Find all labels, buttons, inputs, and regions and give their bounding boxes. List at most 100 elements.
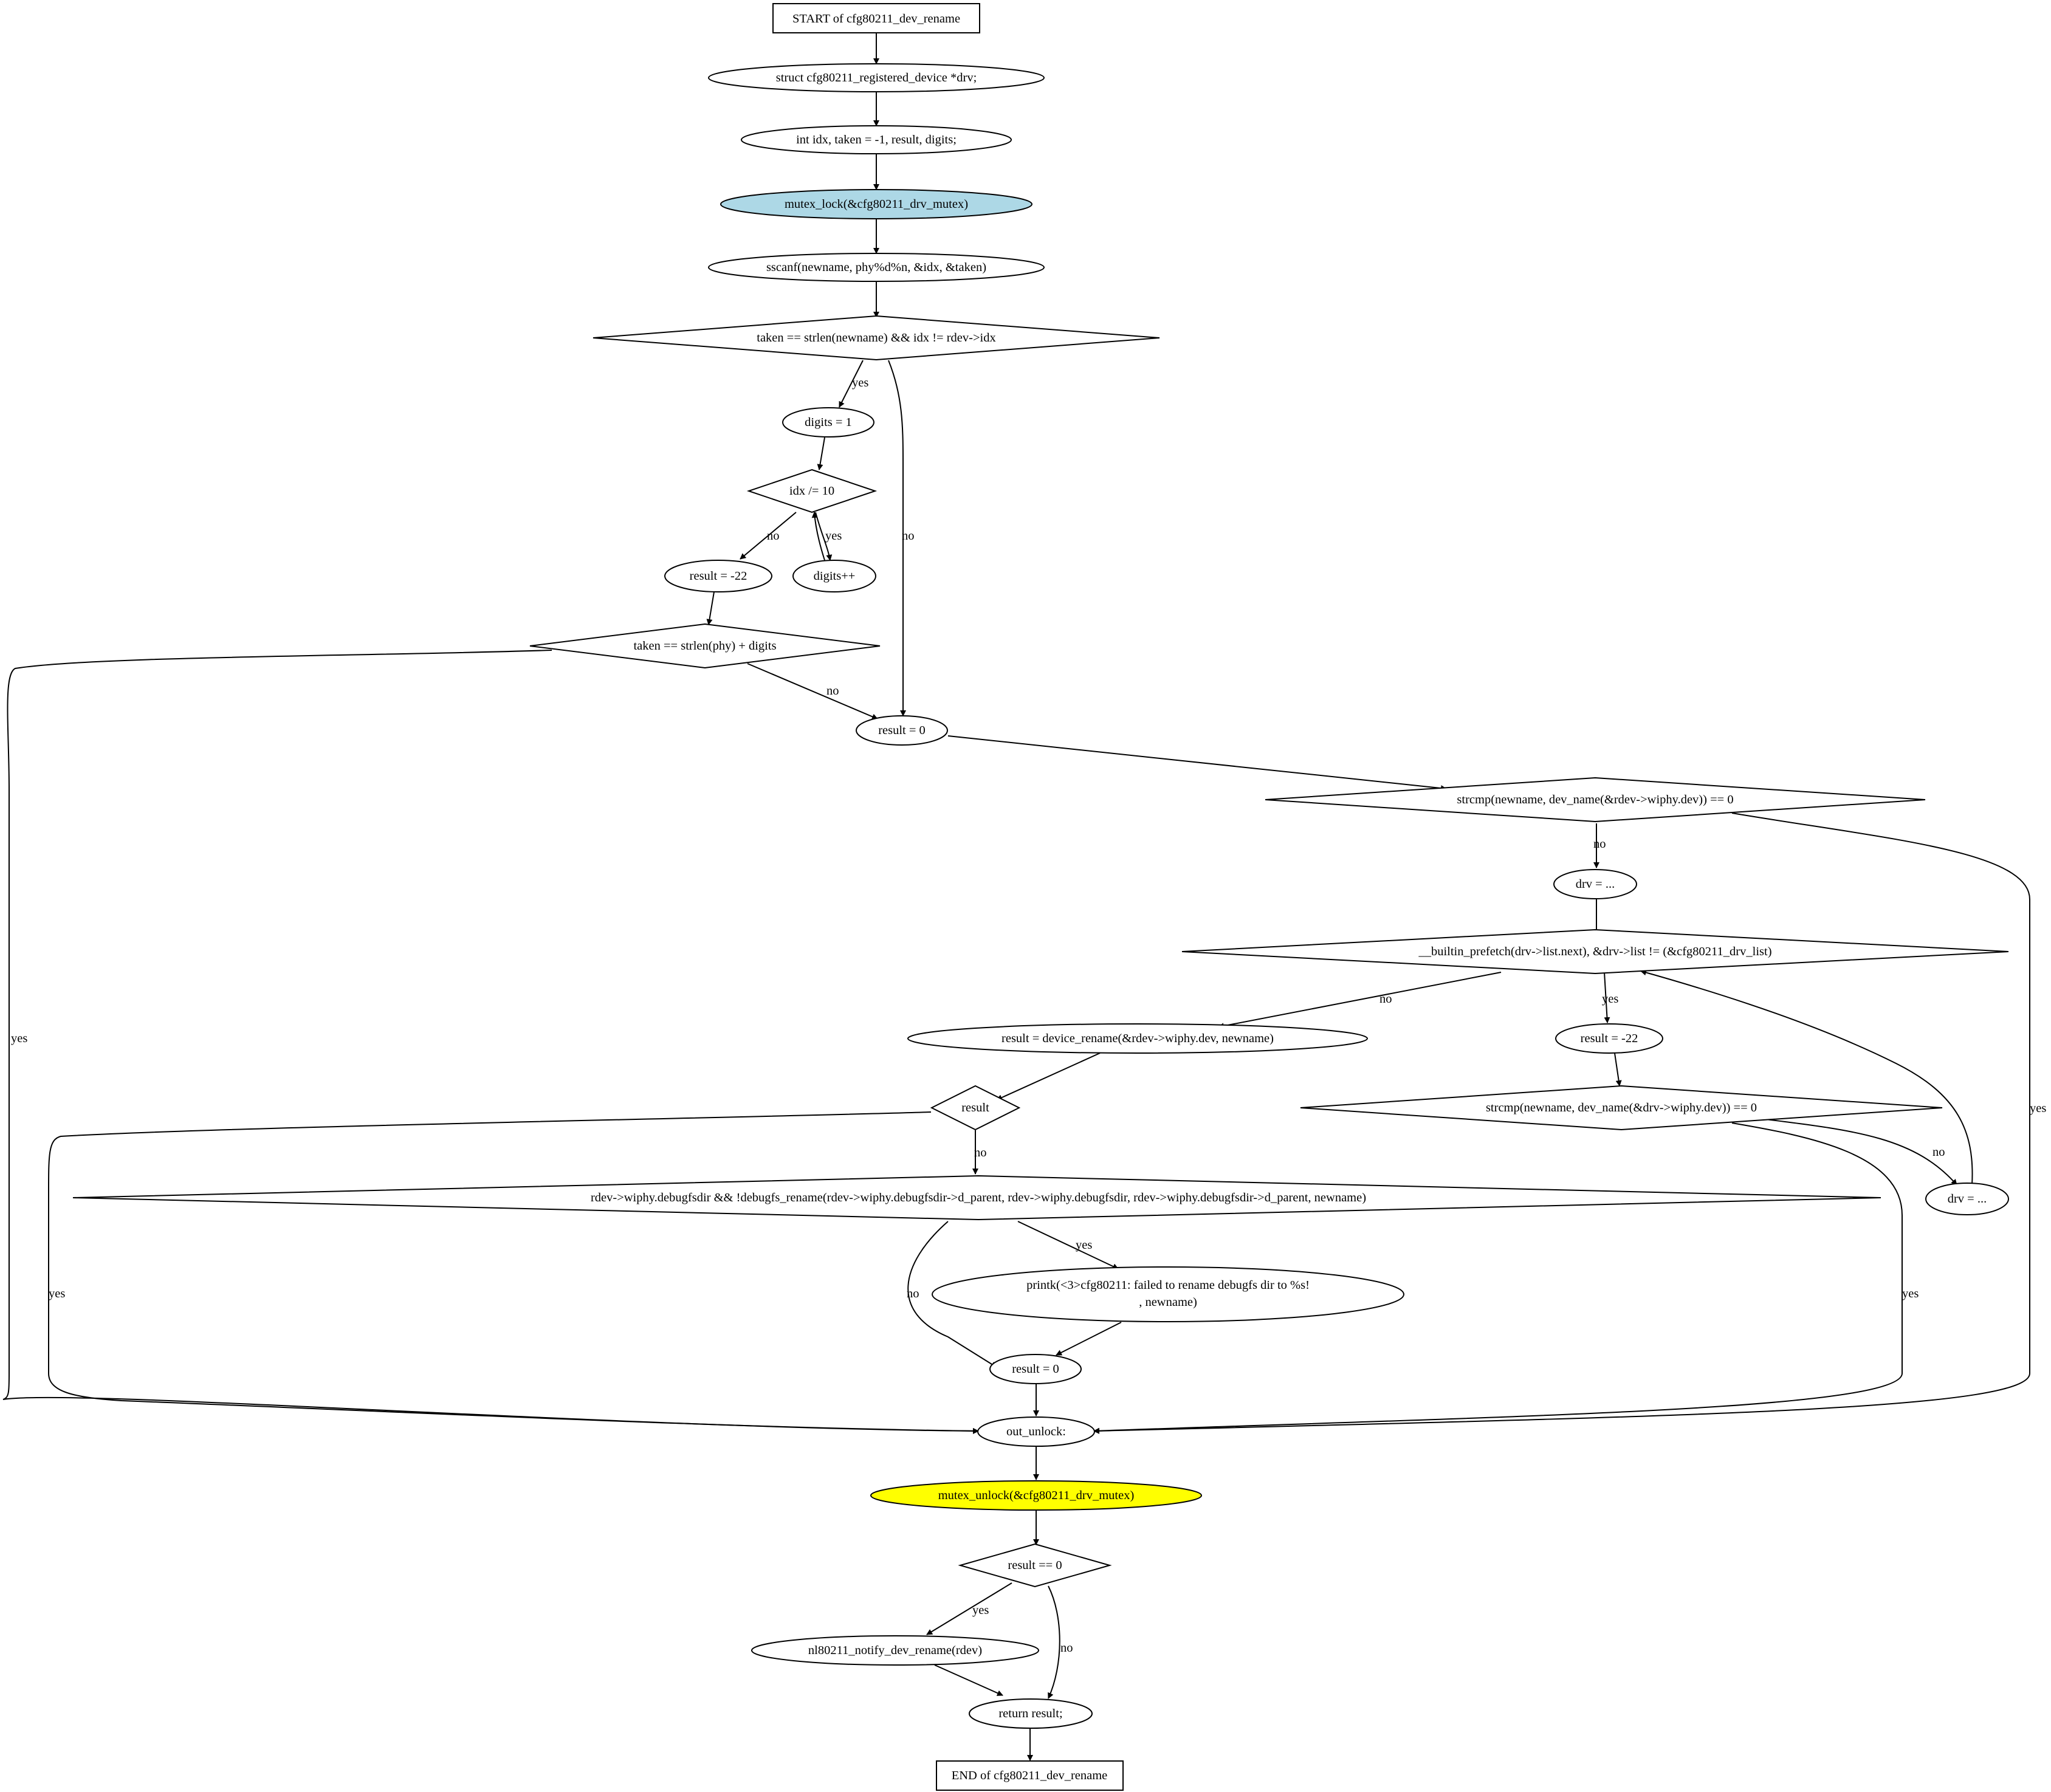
cond-debugfs-node: rdev->wiphy.debugfsdir && !debugfs_renam… [72,1175,1881,1221]
edge-label-yes: yes [1076,1238,1092,1252]
edge-label-yes: yes [1602,992,1618,1006]
svg-text:, newname): , newname) [1139,1296,1197,1309]
result-device-rename-node: result = device_rename(&rdev->wiphy.dev,… [907,1023,1368,1054]
svg-text:result = -22: result = -22 [690,569,747,583]
end-node: END of cfg80211_dev_rename [936,1760,1124,1791]
mutex-unlock-node: mutex_unlock(&cfg80211_drv_mutex) [870,1480,1202,1511]
svg-text:rdev->wiphy.debugfsdir && !deb: rdev->wiphy.debugfsdir && !debugfs_renam… [591,1191,1366,1204]
edge-label-no: no [902,529,915,543]
edge-label-yes: yes [972,1604,989,1617]
svg-text:drv = ...: drv = ... [1948,1192,1987,1206]
drv-assign-2-node: drv = ... [1925,1183,2009,1215]
edge-condzero-return [1048,1585,1060,1699]
edge-cond-result0 [888,360,906,716]
edge-result22b-strcmpdrv [1614,1052,1622,1087]
edge-drv2-prefetch [1640,969,1973,1186]
svg-text:drv = ...: drv = ... [1576,877,1615,891]
svg-text:idx /= 10: idx /= 10 [789,484,834,498]
edge-condresult-outunlock [48,1111,979,1434]
edge-rename-condresult [996,1052,1101,1100]
svg-text:strcmp(newname, dev_name(&rdev: strcmp(newname, dev_name(&rdev->wiphy.de… [1457,793,1733,806]
edge-label-no: no [907,1287,919,1300]
cond-idx-div-node: idx /= 10 [746,469,878,513]
edge-label-no: no [826,684,839,698]
nodes: START of cfg80211_dev_rename struct cfg8… [72,3,2009,1791]
result-zero-2-node: result = 0 [989,1354,1082,1384]
cond-strcmp-drv-node: strcmp(newname, dev_name(&drv->wiphy.dev… [1300,1085,1943,1131]
edge-notify-return [934,1664,1003,1696]
edge-debugfs-result0b [907,1221,997,1368]
edge-printk-result0b [1056,1322,1122,1356]
edge-strcmpdrv-outunlock [1093,1122,1903,1434]
edge-condphy-outunlock [2,650,979,1434]
mutex-lock-node: mutex_lock(&cfg80211_drv_mutex) [720,189,1032,219]
svg-text:nl80211_notify_dev_rename(rdev: nl80211_notify_dev_rename(rdev) [808,1644,982,1657]
svg-text:out_unlock:: out_unlock: [1006,1425,1066,1438]
cond-result-zero-node: result == 0 [958,1543,1112,1588]
cond-taken-idx-node: taken == strlen(newname) && idx != rdev-… [593,315,1160,361]
drv-assign-1-node: drv = ... [1553,869,1637,899]
svg-text:result == 0: result == 0 [1008,1559,1062,1572]
edge-debugfs-printk [1017,1221,1119,1269]
digits-inc-node: digits++ [792,560,876,592]
svg-text:taken == strlen(newname) && id: taken == strlen(newname) && idx != rdev-… [757,331,996,345]
edge-strcmpdrv-drv2 [1756,1117,1957,1186]
start-label: START of cfg80211_dev_rename [792,12,960,26]
cond-result-node: result [930,1085,1021,1131]
edge-label-no: no [1593,837,1606,851]
start-node: START of cfg80211_dev_rename [772,3,980,33]
end-label: END of cfg80211_dev_rename [952,1769,1108,1782]
edge-digits-div [817,437,825,470]
edges [2,33,2030,1761]
edge-label-yes: yes [2030,1102,2046,1115]
svg-text:result: result [961,1101,989,1114]
svg-text:printk(<3>cfg80211: failed to: printk(<3>cfg80211: failed to rename deb… [1026,1279,1310,1292]
result-einval-2-node: result = -22 [1555,1023,1663,1054]
svg-text:result = -22: result = -22 [1581,1032,1638,1045]
svg-text:strcmp(newname, dev_name(&drv-: strcmp(newname, dev_name(&drv->wiphy.dev… [1486,1101,1757,1114]
svg-text:taken == strlen(phy) + digits: taken == strlen(phy) + digits [633,639,776,653]
cond-strcmp-self-node: strcmp(newname, dev_name(&rdev->wiphy.de… [1265,777,1926,823]
edge-label-yes: yes [825,529,842,543]
svg-text:__builtin_prefetch(drv->list.n: __builtin_prefetch(drv->list.next), &drv… [1418,945,1771,958]
edge-label-no: no [1060,1641,1073,1655]
edge-cond-digits [839,360,864,408]
edge-strcmpself-outunlock [1093,812,2030,1434]
edge-result0-strcmpself [947,735,1447,792]
cond-taken-phy-node: taken == strlen(phy) + digits [529,623,881,669]
svg-text:int idx, taken = -1, result, d: int idx, taken = -1, result, digits; [796,133,957,146]
out-unlock-node: out_unlock: [977,1416,1095,1447]
cond-prefetch-node: __builtin_prefetch(drv->list.next), &drv… [1181,929,2009,975]
edge-digitsinc-div [811,512,825,561]
svg-text:result = 0: result = 0 [878,724,926,737]
svg-text:mutex_unlock(&cfg80211_drv_mut: mutex_unlock(&cfg80211_drv_mutex) [938,1489,1135,1502]
edge-div-digitsinc [815,512,833,561]
svg-text:digits = 1: digits = 1 [805,416,852,429]
edge-label-no: no [1379,992,1392,1006]
edge-condphy-result0 [747,663,878,720]
svg-text:return result;: return result; [998,1707,1062,1720]
svg-text:mutex_lock(&cfg80211_drv_mutex: mutex_lock(&cfg80211_drv_mutex) [785,197,968,211]
printk-node: printk(<3>cfg80211: failed to rename deb… [932,1266,1404,1322]
notify-node: nl80211_notify_dev_rename(rdev) [751,1635,1039,1666]
edge-div-result22 [740,512,797,560]
edge-label-yes: yes [11,1032,27,1045]
result-einval-1-node: result = -22 [664,560,772,592]
edge-label-no: no [974,1146,987,1159]
edge-label-no: no [1932,1145,1945,1159]
svg-text:digits++: digits++ [814,569,856,583]
svg-text:result = 0: result = 0 [1012,1362,1059,1376]
digits-init-node: digits = 1 [782,407,874,438]
edge-label-yes: yes [1902,1287,1919,1300]
edge-labels: yes no no yes no yes no yes no yes no no… [11,376,2046,1655]
edge-label-yes: yes [852,376,868,390]
edge-condzero-notify [926,1582,1012,1635]
edge-prefetch-rename [1218,972,1502,1029]
edge-label-yes: yes [49,1287,65,1300]
svg-text:result = device_rename(&rdev->: result = device_rename(&rdev->wiphy.dev,… [1001,1032,1274,1045]
svg-text:sscanf(newname, phy%d%n, &idx,: sscanf(newname, phy%d%n, &idx, &taken) [766,261,986,274]
decl-int-node: int idx, taken = -1, result, digits; [741,125,1012,154]
svg-text:struct cfg80211_registered_dev: struct cfg80211_registered_device *drv; [776,71,977,84]
edge-result22-condphy [706,591,715,625]
